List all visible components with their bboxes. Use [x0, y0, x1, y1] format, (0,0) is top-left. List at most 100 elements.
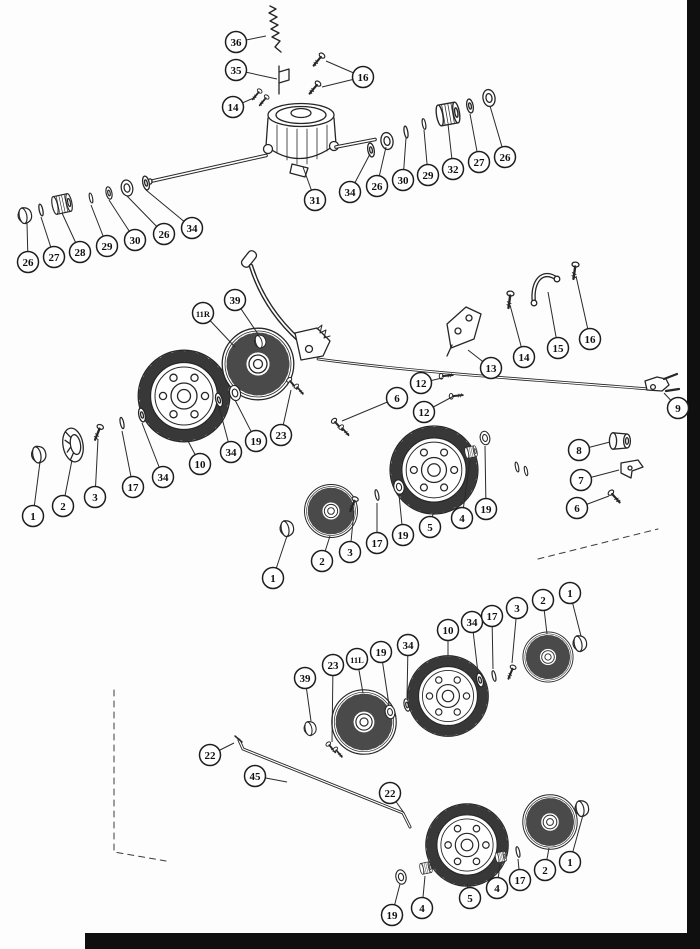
callout-label: 29: [102, 241, 114, 253]
page-edge-bar-bottom: [85, 933, 687, 949]
callout-11L: 11L: [345, 647, 369, 694]
callout-balloon: [578, 327, 602, 351]
callout-balloon: [121, 475, 145, 499]
callout-balloon: [21, 504, 45, 528]
callout-label: 26: [500, 152, 512, 164]
part-bearing: [378, 130, 396, 152]
callout-23: 23: [269, 389, 293, 447]
callout-3: 3: [338, 510, 362, 564]
callout-4: 4: [450, 459, 474, 530]
callout-22: 22: [378, 781, 405, 814]
callout-label: 3: [347, 547, 353, 559]
callout-5: 5: [418, 513, 442, 539]
callout-label: 6: [574, 503, 580, 515]
callout-balloon: [410, 896, 434, 920]
callout-label: 34: [158, 472, 170, 484]
lever-grip: [240, 250, 258, 268]
callout-balloon: [385, 386, 409, 410]
callout-label: 23: [328, 660, 340, 672]
callout-label: 7: [578, 475, 584, 487]
callout-balloon: [458, 886, 482, 910]
part-bearing: [119, 178, 135, 198]
callout-balloon: [310, 549, 334, 573]
callout-12: 12: [412, 396, 453, 424]
hub-cap: [29, 444, 49, 465]
callout-balloon: [479, 356, 503, 380]
callout-30: 30: [391, 137, 415, 192]
callout-balloon: [269, 423, 293, 447]
callout-balloon: [123, 228, 147, 252]
callout-balloon: [558, 850, 582, 874]
callout-16: 16: [575, 275, 602, 351]
screw: [256, 93, 271, 108]
callout-17: 17: [121, 430, 145, 499]
screw: [337, 423, 352, 438]
screw: [292, 382, 306, 397]
callout-balloon: [378, 781, 402, 805]
callout-label: 34: [226, 447, 238, 459]
callout-balloon: [558, 581, 582, 605]
callout-17: 17: [508, 858, 532, 892]
callout-label: 17: [515, 875, 527, 887]
callout-10: 10: [187, 440, 212, 476]
callout-balloon: [512, 345, 536, 369]
callout-balloon: [293, 666, 317, 690]
callout-label: 16: [358, 72, 370, 84]
callout-31: 31: [302, 166, 327, 212]
part-bearing: [478, 429, 492, 447]
callout-balloon: [493, 145, 517, 169]
callout-34: 34: [396, 633, 420, 699]
drive-spring: [268, 5, 282, 53]
callout-balloon: [16, 250, 40, 274]
callout-26: 26: [126, 195, 176, 246]
callout-label: 30: [130, 235, 142, 247]
callout-label: 9: [675, 403, 681, 415]
part-bearing: [393, 868, 409, 886]
callout-label: 16: [585, 334, 597, 346]
callout-balloon: [666, 396, 690, 420]
screw: [568, 260, 581, 281]
part-ring: [402, 125, 410, 139]
callout-2: 2: [531, 588, 555, 635]
callout-19: 19: [234, 399, 268, 453]
callout-balloon: [244, 429, 268, 453]
callout-balloon: [565, 496, 589, 520]
callout-19: 19: [391, 494, 415, 547]
callout-balloon: [508, 868, 532, 892]
hub-cap: [570, 633, 589, 654]
callout-balloon: [191, 301, 215, 325]
callout-balloon: [396, 633, 420, 657]
callout-balloon: [95, 234, 119, 258]
callout-label: 17: [372, 538, 384, 550]
callout-label: 6: [394, 393, 400, 405]
part-washer: [365, 141, 377, 159]
callout-label: 2: [542, 865, 548, 877]
callout-balloon: [221, 95, 245, 119]
callout-label: 35: [231, 65, 243, 77]
callout-balloon: [224, 58, 248, 82]
callout-36: 36: [224, 30, 267, 54]
callout-balloon: [321, 653, 345, 677]
callout-label: 22: [385, 788, 397, 800]
callout-34: 34: [338, 153, 371, 204]
callout-label: 45: [250, 771, 262, 783]
callout-balloon: [365, 531, 389, 555]
callout-17: 17: [480, 604, 504, 670]
callout-balloon: [380, 903, 404, 927]
brake-strap: [530, 272, 561, 307]
callout-12: 12: [409, 371, 443, 395]
part-gear-adapter: [463, 445, 479, 459]
wheel-cover-spoked: [523, 632, 573, 682]
callout-19: 19: [474, 445, 498, 521]
callout-label: 39: [300, 673, 312, 685]
callout-balloon: [243, 764, 267, 788]
callout-label: 11R: [196, 309, 211, 319]
callout-balloon: [533, 858, 557, 882]
part-pin: [87, 192, 95, 204]
callout-34: 34: [141, 422, 175, 489]
callout-label: 3: [92, 492, 98, 504]
callout-3: 3: [505, 596, 529, 664]
callout-label: 22: [205, 750, 217, 762]
callout-19: 19: [369, 640, 393, 706]
